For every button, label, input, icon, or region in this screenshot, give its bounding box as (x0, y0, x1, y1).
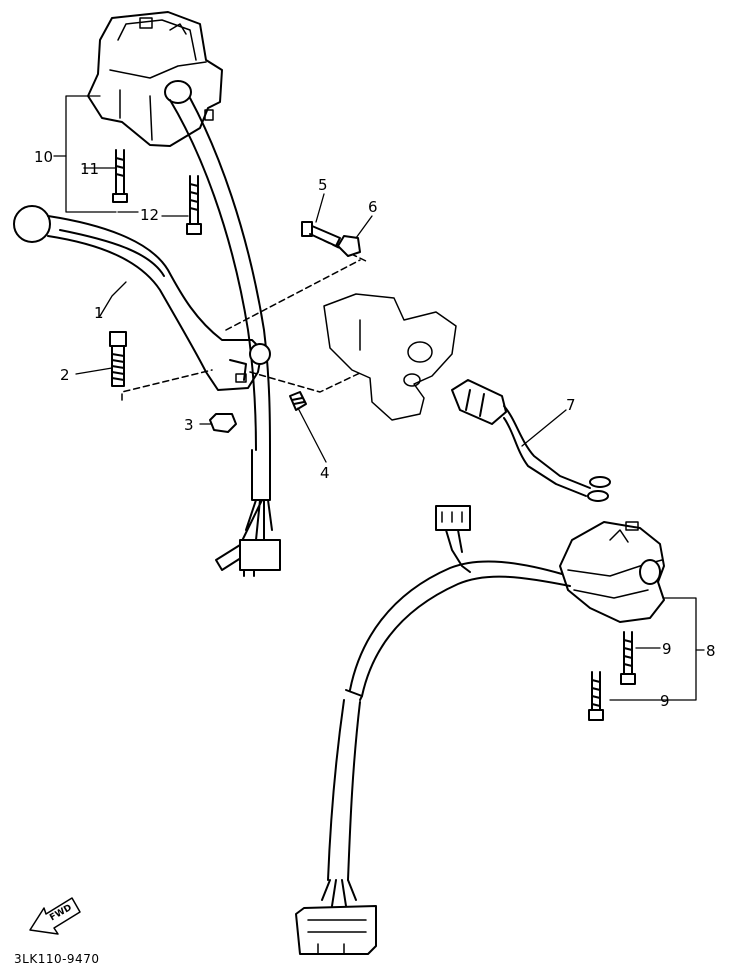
callout-11: 11 (80, 160, 99, 178)
clutch-lever (13, 205, 271, 391)
callout-8: 8 (706, 642, 716, 660)
left-handlebar-switch (87, 11, 223, 147)
callout-3: 3 (184, 416, 194, 434)
callout-1: 1 (94, 304, 104, 322)
clutch-switch (451, 379, 611, 502)
callout-labels: 1 2 3 4 5 6 7 8 9 9 10 11 12 (34, 148, 716, 710)
callout-9-upper: 9 (662, 640, 672, 658)
callout-7: 7 (566, 396, 576, 414)
nut-3 (209, 413, 237, 433)
callout-6: 6 (368, 198, 378, 216)
diagram-code: 3LK110-9470 (14, 952, 99, 966)
screw-11 (112, 149, 128, 203)
clutch-lever-holder (323, 293, 457, 421)
left-switch-wire-harness (169, 97, 281, 577)
callout-9-lower: 9 (660, 692, 670, 710)
forward-direction-arrow: FWD (29, 897, 81, 935)
callout-5: 5 (318, 176, 328, 194)
bolt-2 (109, 331, 127, 387)
screw-12 (186, 175, 202, 235)
callout-12: 12 (140, 206, 159, 224)
leader-lines (53, 95, 705, 701)
callout-10: 10 (34, 148, 53, 166)
screw-9-upper (620, 631, 636, 685)
adjuster-4 (289, 391, 307, 411)
bolt-5 (301, 221, 341, 247)
callout-4: 4 (320, 464, 330, 482)
right-switch-wire-harness (295, 505, 571, 955)
right-handlebar-switch (559, 521, 665, 623)
nut-6 (337, 235, 361, 257)
screw-9-lower (588, 671, 604, 721)
callout-2: 2 (60, 366, 70, 384)
